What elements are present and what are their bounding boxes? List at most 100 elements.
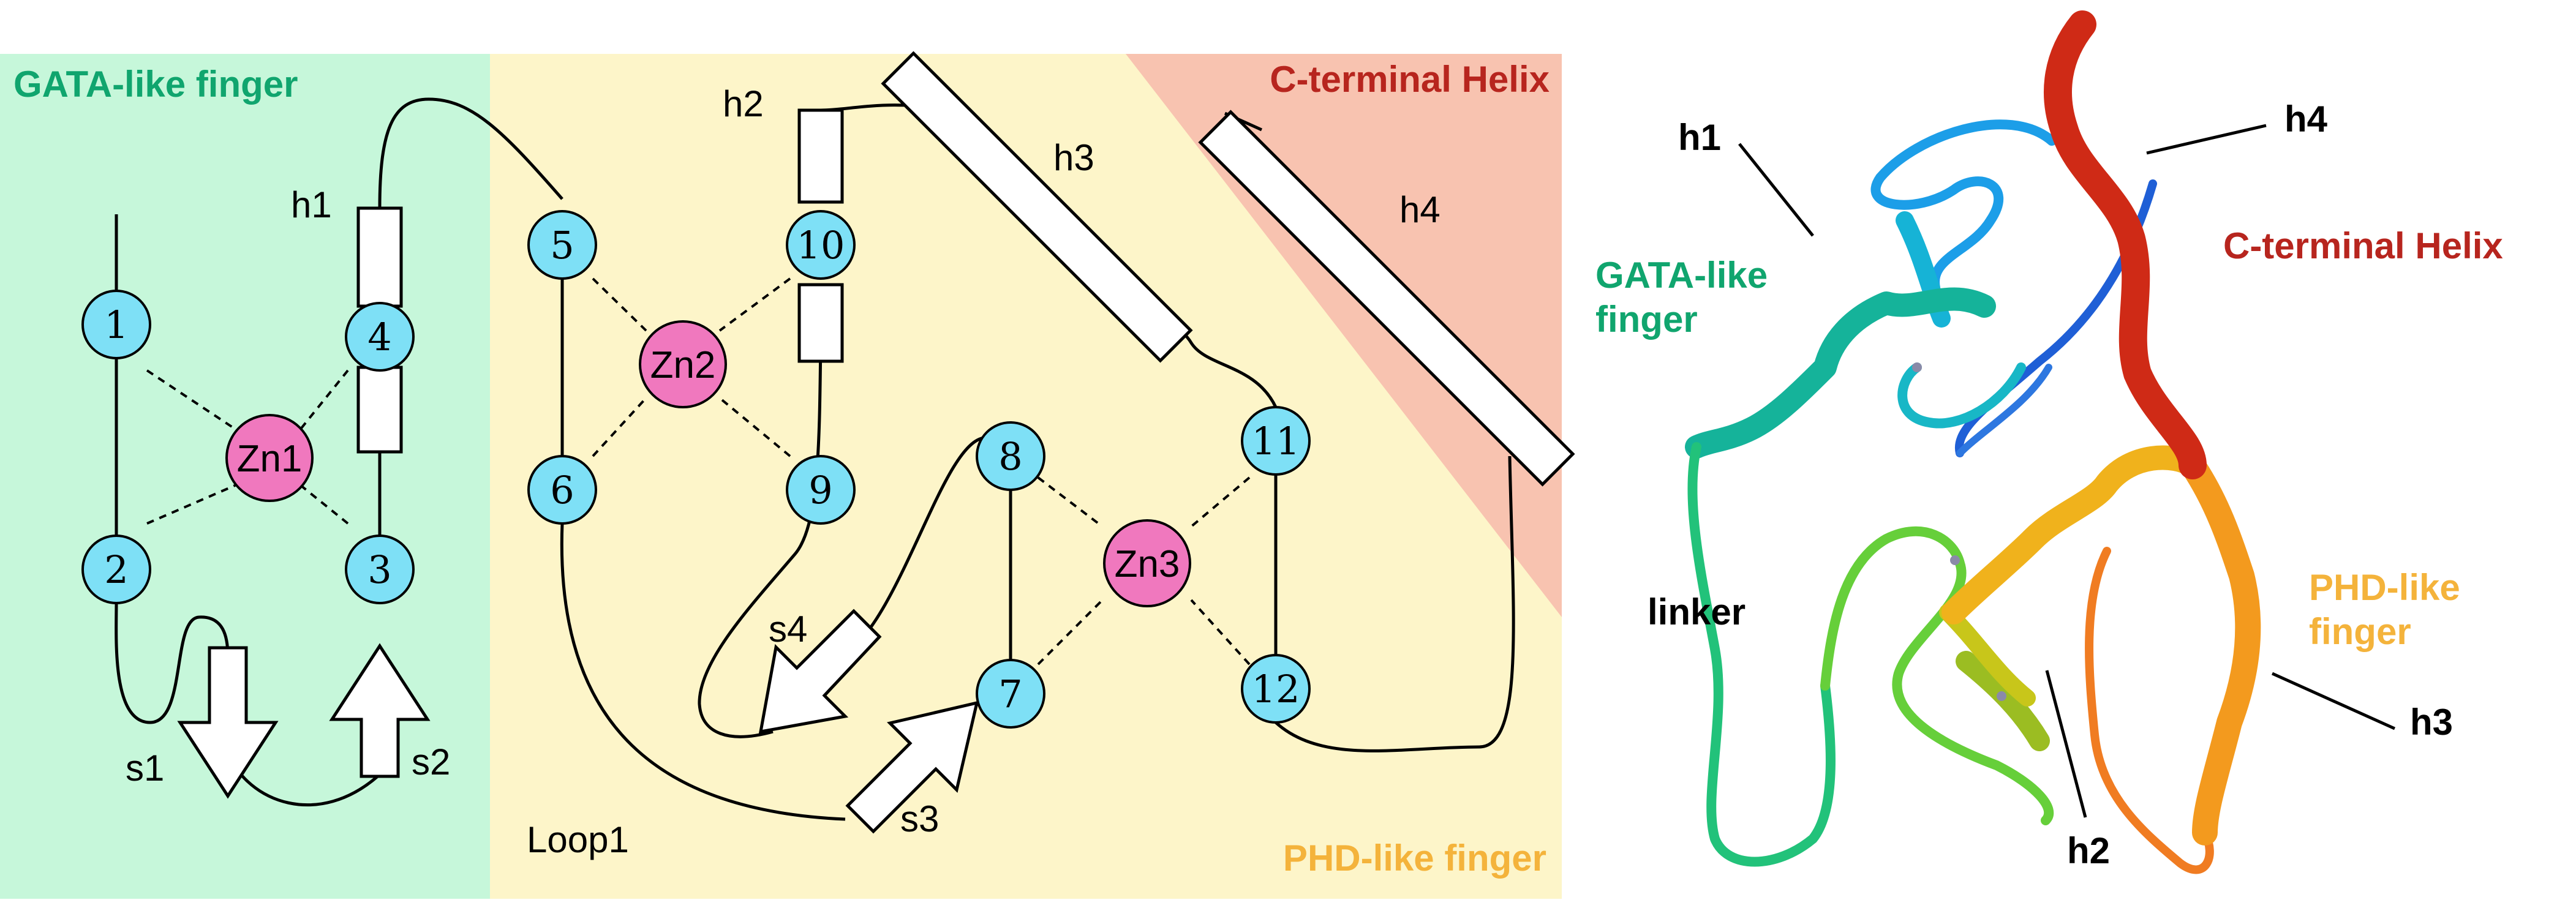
- residue-label-11: 11: [1252, 419, 1300, 463]
- backbone-2-s1: [115, 602, 230, 724]
- ribbon-lime-loop: [1820, 526, 2054, 825]
- label-loop1: Loop1: [527, 819, 629, 860]
- residue-label-6: 6: [550, 468, 574, 512]
- leader-h4: [2146, 124, 2267, 155]
- ribbon-label-phd-line1: PHD-like: [2309, 567, 2460, 608]
- ribbon-zinc-dot-2: [1950, 555, 1960, 565]
- cterm-region-bg: [1126, 54, 1562, 617]
- topology-diagram: GATA-like finger C-terminal Helix PHD-li…: [0, 51, 1575, 899]
- ribbon-orange-helix: [2180, 452, 2261, 846]
- zinc-ions: [225, 320, 1191, 607]
- helix-h1-upper: [356, 206, 403, 308]
- ribbon-leader-lines: [1738, 124, 2396, 818]
- label-h1: h1: [291, 184, 332, 225]
- strand-s3: [845, 700, 979, 834]
- ribbon-red-helix: [2044, 10, 2207, 479]
- residue-node-3: [345, 535, 415, 604]
- phd-region-label: PHD-like finger: [1283, 838, 1546, 879]
- zinc-coordination: [146, 277, 1251, 666]
- residue-label-8: 8: [998, 434, 1022, 479]
- ribbon-label-linker: linker: [1648, 591, 1746, 632]
- helix-h1-lower: [356, 366, 403, 454]
- zinc-label-2: Zn2: [650, 344, 716, 386]
- ribbon-linker: [1687, 442, 1836, 867]
- strand-s2: [329, 643, 431, 778]
- leader-h3: [2271, 672, 2396, 730]
- ribbon-label-h4: h4: [2284, 99, 2328, 140]
- leader-h2: [2045, 670, 2087, 818]
- residue-nodes: [81, 210, 1311, 729]
- residue-node-12: [1241, 654, 1311, 724]
- ribbon-structure: h1 h4 h3 h2 linker C-terminal Helix GATA…: [1595, 10, 2503, 874]
- ribbon-label-gata: GATA-like finger: [1595, 255, 1778, 340]
- element-labels: h1 h2 h3 h4 s1 s2 s3 s4 Loop1: [126, 83, 1441, 860]
- ribbon-label-h2: h2: [2067, 830, 2110, 871]
- ribbon-label-h3: h3: [2410, 702, 2453, 743]
- ribbon-labels: h1 h4 h3 h2 linker C-terminal Helix GATA…: [1595, 99, 2503, 871]
- ribbon-cyan-lower: [1897, 362, 2026, 429]
- ribbon-label-gata-line1: GATA-like: [1595, 255, 1768, 296]
- ribbon-label-phd-line2: finger: [2309, 611, 2411, 652]
- residue-label-7: 7: [998, 672, 1022, 716]
- strand-s4: [758, 609, 882, 734]
- ribbon-yellow-helix: [1941, 445, 2205, 625]
- ribbon-label-cterm: C-terminal Helix: [2223, 225, 2503, 266]
- ribbon-backbone: [1685, 10, 2261, 874]
- cterm-region-label: C-terminal Helix: [1270, 59, 1550, 100]
- residue-node-4: [345, 302, 415, 372]
- ribbon-zinc-dots: [1912, 362, 2006, 701]
- zinc-ion-labels: Zn1 Zn2 Zn3: [237, 344, 1180, 585]
- residue-node-1: [81, 290, 151, 359]
- label-s1: s1: [126, 748, 164, 789]
- residue-node-labels: 1 2 3 4 5 6 7 8 9 10 11 12: [104, 223, 1300, 716]
- ribbon-label-gata-line2: finger: [1595, 299, 1698, 340]
- label-s3: s3: [900, 798, 939, 839]
- gata-region-label: GATA-like finger: [13, 64, 298, 105]
- backbone-h1-5: [378, 97, 563, 209]
- residue-node-9: [786, 455, 856, 525]
- residue-label-5: 5: [550, 223, 574, 268]
- label-s4: s4: [769, 609, 807, 650]
- ribbon-label-phd: PHD-like finger: [2309, 567, 2470, 652]
- residue-node-6: [527, 455, 597, 525]
- residue-label-12: 12: [1252, 667, 1300, 711]
- ribbon-orange-loop: [2085, 547, 2214, 874]
- residue-node-5: [527, 210, 597, 280]
- zinc-ion-1: [225, 414, 314, 502]
- zinc-ion-3: [1103, 519, 1191, 607]
- ribbon-olive-strand: [1956, 651, 2050, 751]
- zinc-label-1: Zn1: [237, 438, 303, 480]
- helix-h2-lower: [797, 283, 844, 363]
- label-s2: s2: [412, 741, 450, 782]
- ribbon-blue-tail: [1956, 364, 2052, 457]
- label-h4: h4: [1399, 189, 1441, 230]
- ribbon-zinc-dot-1: [1912, 362, 1922, 372]
- residue-label-9: 9: [808, 468, 832, 512]
- residue-node-8: [976, 421, 1045, 491]
- backbone-12-h4: [1275, 456, 1515, 752]
- residue-label-1: 1: [104, 302, 128, 347]
- residue-label-10: 10: [797, 223, 845, 268]
- residue-label-4: 4: [367, 315, 391, 359]
- helix-h3: [881, 51, 1193, 363]
- helix-h2-upper: [797, 108, 844, 204]
- residue-node-2: [81, 535, 151, 604]
- strand-s1: [177, 646, 279, 799]
- zinc-label-3: Zn3: [1115, 543, 1180, 585]
- helix-h4: [1198, 110, 1575, 487]
- residue-node-7: [976, 659, 1045, 729]
- leader-h1: [1738, 143, 1814, 237]
- label-h3: h3: [1053, 137, 1094, 178]
- backbone-6-s3: [560, 523, 846, 821]
- residue-node-10: [786, 210, 856, 280]
- residue-label-2: 2: [104, 547, 128, 592]
- residue-node-11: [1241, 406, 1311, 476]
- helices: [356, 51, 1575, 487]
- label-h2: h2: [723, 83, 764, 124]
- ribbon-zinc-dot-3: [1997, 691, 2006, 701]
- ribbon-teal-helix: [1685, 287, 1996, 459]
- strands: [177, 609, 979, 834]
- ribbon-label-h1: h1: [1678, 117, 1721, 158]
- zinc-ion-2: [639, 320, 727, 408]
